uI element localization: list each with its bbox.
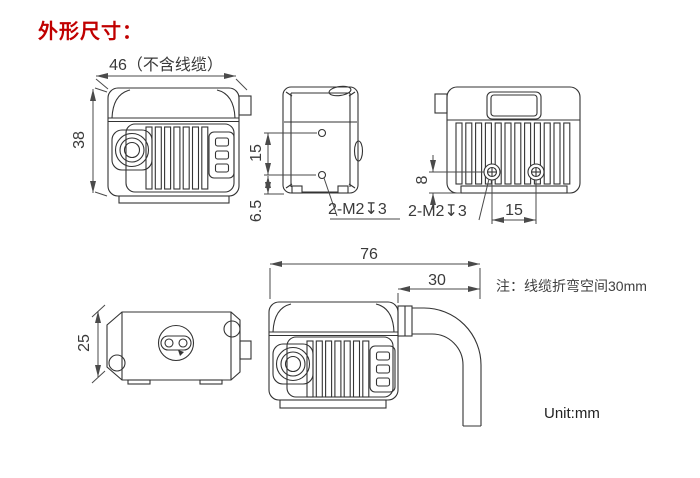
front-view-drawing: [107, 87, 252, 204]
back-view-dimensions: [429, 155, 537, 224]
dim-total-width-label: 76: [360, 246, 378, 263]
back-view-drawing: [434, 86, 581, 194]
page-title: 外形尺寸：: [38, 21, 143, 43]
dim-back-hole-spacing-label: 15: [505, 202, 523, 219]
top-view-dimensions: [91, 304, 106, 384]
back-thread-callout: 2-M2↧3: [408, 203, 467, 220]
cable-view-dimensions: [269, 261, 481, 303]
side-view-drawing: [282, 85, 364, 194]
cable-view-drawing: [268, 301, 482, 427]
side-view-dimensions: [264, 132, 400, 220]
side-thread-callout: 2-M2↧3: [328, 201, 387, 218]
dim-top-depth-label: 25: [76, 334, 93, 352]
unit-label: Unit:mm: [544, 405, 600, 422]
dim-back-hole-height-label: 8: [414, 175, 431, 185]
dim-front-width-label: 46（不含线缆）: [109, 57, 223, 74]
dim-side-bottom-offset-label: 6.5: [248, 199, 265, 223]
dim-side-hole-spacing-label: 15: [248, 144, 265, 162]
top-view-drawing: [106, 311, 252, 385]
dim-front-height-label: 38: [71, 131, 88, 149]
cable-bend-note: 注：线缆折弯空间30mm: [496, 278, 647, 294]
dim-bend-space-label: 30: [428, 272, 446, 289]
front-view-dimensions: [90, 73, 248, 197]
